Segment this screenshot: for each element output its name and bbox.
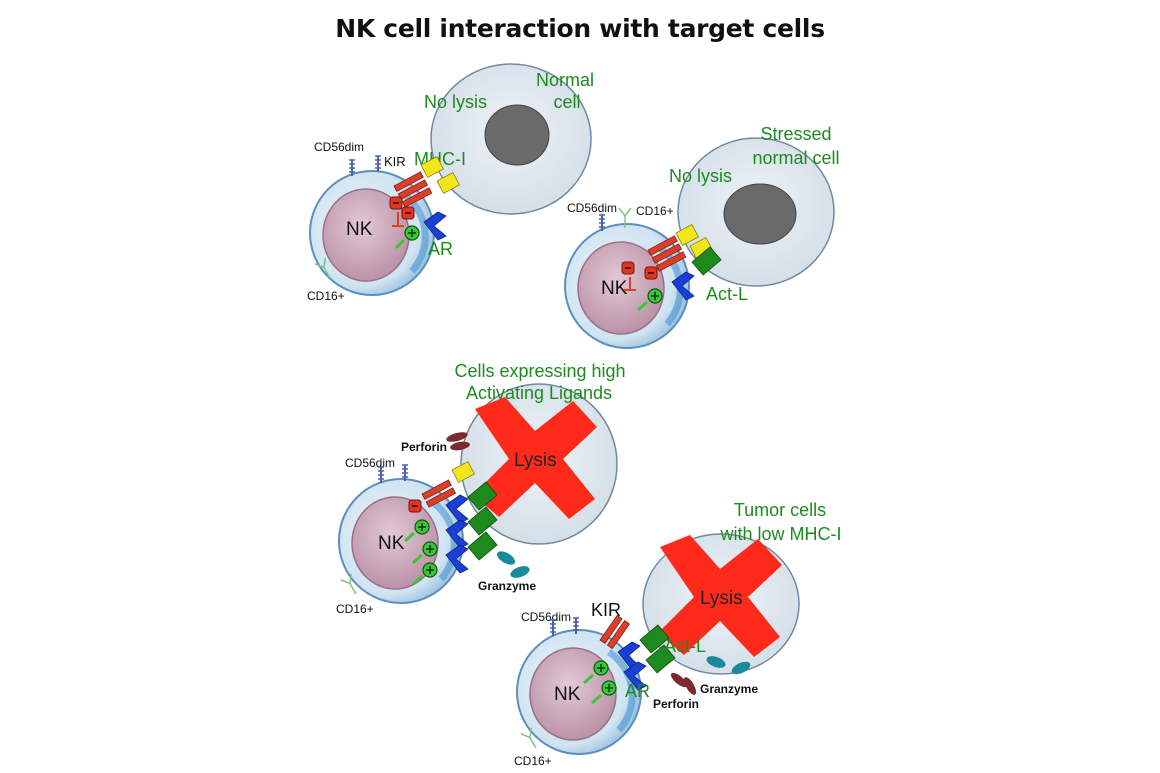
normal-cd16-label: CD16+ [307,289,345,303]
stressed-cd16-label: CD16+ [636,204,674,218]
stressed-target-nucleus [723,183,797,245]
activating-cd16-label: CD16+ [336,602,374,616]
stressed-outcome: No lysis [669,166,732,186]
activating-granzyme-label: Granzyme [478,579,536,593]
normal-cd56-receptor-2 [374,155,382,173]
tumor-perforin-granule-2 [683,677,697,695]
tumor-kir-label: KIR [591,600,621,620]
tumor-granzyme-granule-2 [731,661,751,675]
activating-perforin-granule-2 [450,441,470,451]
activating-activate-icon [414,519,430,535]
activating-label-line1: Cells expressing high [454,361,625,381]
normal-inhibit-line [392,212,404,227]
tumor-label-line2: with low MHC-I [719,524,841,544]
normal-target-nucleus [484,104,550,166]
panel-stressed-cell: Stressed normal cell No lysis CD56dim CD… [565,124,840,348]
tumor-activate-icon [593,660,609,676]
activating-granzyme-granule [496,551,516,565]
tumor-lysis-label: Lysis [700,588,743,609]
normal-activate-icon [404,225,420,241]
activating-label-line2: Activating Ligands [466,383,612,403]
activating-activate-arrows [404,531,423,586]
tumor-granzyme-granule [706,656,726,668]
activating-nk-label: NK [378,533,405,554]
stressed-label-line2: normal cell [752,148,839,168]
normal-ar-label: AR [428,239,453,259]
tumor-label-line1: Tumor cells [734,500,826,520]
activating-activate-icon-3 [422,562,438,578]
stressed-inhibit-line [624,277,636,291]
activating-activate-icon-2 [422,541,438,557]
normal-inhibit-icon [389,196,403,210]
activating-lysis-label: Lysis [514,450,557,471]
stressed-activate-arrow [637,300,648,312]
normal-inhibit-icon-2 [401,206,415,220]
diagram-title: NK cell interaction with target cells [335,14,825,43]
stressed-inhibit-icon [621,261,635,275]
tumor-cd56-label: CD56dim [521,610,571,624]
stressed-activate-icon [647,288,663,304]
normal-activate-arrow [394,238,406,250]
normal-outcome: No lysis [424,92,487,112]
tumor-nk-label: NK [554,684,581,705]
stressed-cd56-label: CD56dim [567,201,617,215]
activating-ligand-3 [464,529,501,563]
activating-perforin-granule [446,432,468,442]
tumor-perforin-label: Perforin [653,697,699,711]
normal-kir-label: KIR [384,154,406,169]
normal-label-line2: cell [553,92,580,112]
activating-cd56-label: CD56dim [345,456,395,470]
activating-granzyme-granule-2 [510,566,530,578]
tumor-activate-arrows [583,673,602,705]
tumor-perforin-granule [670,672,688,688]
tumor-activate-icon-2 [601,680,617,696]
tumor-ar-label: AR [625,681,650,701]
panel-normal-cell: Normal cell No lysis MHC-I KIR CD56dim C… [307,63,594,303]
stressed-actl-label: Act-L [706,284,748,304]
normal-nk-label: NK [346,219,373,240]
panel-activating-ligands: Lysis Cells expressing high Activating L… [336,361,626,616]
stressed-label-line1: Stressed [760,124,831,144]
tumor-actl-label: Act-L [664,636,706,656]
tumor-cd16-label: CD16+ [514,754,552,768]
activating-inhibit-icon [408,499,422,513]
stressed-nk-label: NK [601,278,628,299]
normal-cd56-label: CD56dim [314,140,364,154]
activating-perforin-label: Perforin [401,440,447,454]
tumor-granzyme-label: Granzyme [700,682,758,696]
stressed-inhibit-icon-2 [644,266,658,280]
normal-label-line1: Normal [536,70,594,90]
panel-tumor-cells: Lysis Tumor cells with low MHC-I KIR CD5… [514,500,842,768]
